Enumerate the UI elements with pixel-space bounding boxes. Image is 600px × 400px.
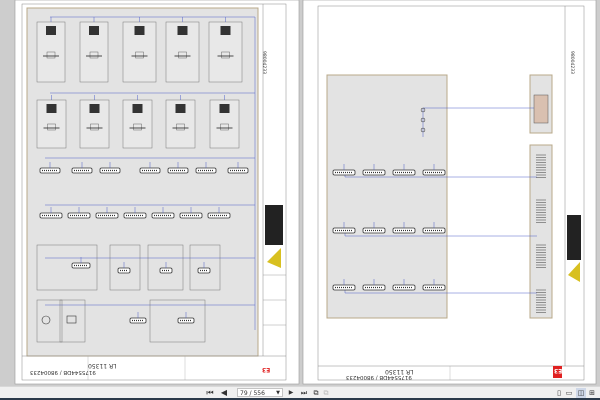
group-box (36, 299, 63, 343)
copy-icon[interactable]: ⧉ (313, 389, 319, 397)
module-box (36, 95, 67, 149)
connector-symbol (422, 164, 446, 176)
connector-symbol (392, 222, 416, 234)
next-page-icon[interactable]: ▶ (288, 389, 294, 396)
group-box (59, 299, 86, 343)
taskbar-strip (0, 398, 600, 400)
connector-symbol (422, 222, 446, 234)
title-block-right (318, 6, 584, 380)
group-box (189, 244, 221, 291)
page-number-input[interactable]: 79 / 556 ▼ (237, 388, 283, 397)
sheet-label-left: E3 (262, 366, 271, 373)
connector-symbol (95, 207, 119, 219)
drawing-number-left: 98004233 (260, 51, 266, 74)
two-page-icon[interactable]: ◫ (576, 388, 586, 398)
chevron-down-icon[interactable]: ▼ (276, 390, 280, 396)
module-box (79, 17, 109, 83)
connector-symbol (139, 162, 161, 174)
module-box (36, 17, 66, 83)
connector-symbol (227, 162, 249, 174)
connector-symbol (167, 162, 189, 174)
module-box (79, 95, 110, 149)
switch-symbol (420, 127, 426, 133)
connector-symbol (332, 164, 356, 176)
connector-symbol (99, 162, 121, 174)
doc-number-left: 9175544DB / 98004233 (30, 369, 96, 375)
connector-symbol (332, 222, 356, 234)
connector-symbol (197, 262, 211, 274)
navigation-toolbar: ⏮ ◀ 79 / 556 ▼ ▶ ⏭ ⧉ ⧉ ▯ ▭ ◫ ⊞ (0, 386, 600, 399)
connector-symbol (179, 207, 203, 219)
sheet-label-right: E3 (554, 367, 563, 374)
switch-symbol (420, 117, 426, 123)
two-page-continuous-icon[interactable]: ⊞ (589, 389, 595, 397)
connector-symbol (332, 279, 356, 291)
logo-left: LIEBHERR-WERK EHINGEN (258, 201, 263, 247)
group-box (149, 299, 206, 343)
plug-symbol (533, 94, 549, 124)
connector-symbol (362, 164, 386, 176)
page-number-value: 79 / 556 (240, 390, 265, 397)
previous-page-icon[interactable]: ◀ (220, 388, 228, 397)
group-box (147, 244, 184, 291)
connector-symbol (39, 162, 61, 174)
document-viewport[interactable]: LR 11350 9175544DB / 98004233 E3 9800423… (0, 0, 600, 386)
drawing-number-right: 98004233 (568, 51, 574, 74)
connector-symbol (117, 262, 131, 274)
module-box (208, 17, 243, 83)
single-page-icon[interactable]: ▯ (557, 389, 561, 397)
doc-number-right: 9175544DB / 98004233 (346, 374, 412, 380)
connector-symbol (39, 207, 63, 219)
connector-symbol (422, 279, 446, 291)
connector-symbol (71, 257, 91, 269)
connector-symbol (207, 207, 231, 219)
symbol-icon (41, 315, 51, 325)
connector-symbol (195, 162, 217, 174)
logo-right: LIEBHERR-WERK EHINGEN (558, 213, 563, 259)
wire-bus (45, 16, 256, 330)
connector-symbol (123, 207, 147, 219)
module-box (165, 95, 196, 149)
module-box (209, 95, 240, 149)
module-box (165, 17, 200, 83)
connector-symbol (151, 207, 175, 219)
connector-symbol (177, 312, 195, 324)
title-block-left (22, 4, 286, 380)
symbol-icon (66, 315, 77, 324)
connector-symbol (67, 207, 91, 219)
last-page-icon[interactable]: ⏭ (300, 389, 308, 397)
paste-icon[interactable]: ⧉ (323, 389, 329, 397)
connector-symbol (392, 164, 416, 176)
connector-symbol (71, 162, 93, 174)
page-left (14, 0, 300, 385)
switch-symbol (420, 107, 426, 113)
continuous-icon[interactable]: ▭ (565, 389, 573, 397)
group-box (109, 244, 141, 291)
page-right (302, 0, 597, 385)
connector-symbol (392, 279, 416, 291)
first-page-icon[interactable]: ⏮ (206, 388, 214, 397)
schematic-pages (14, 0, 597, 385)
connector-symbol (362, 222, 386, 234)
machine-label-left: LR 11350 (88, 362, 117, 369)
connector-symbol (129, 312, 147, 324)
connector-symbol (159, 262, 173, 274)
connector-symbol (362, 279, 386, 291)
module-box (122, 17, 157, 83)
group-box (36, 244, 98, 291)
module-box (122, 95, 153, 149)
